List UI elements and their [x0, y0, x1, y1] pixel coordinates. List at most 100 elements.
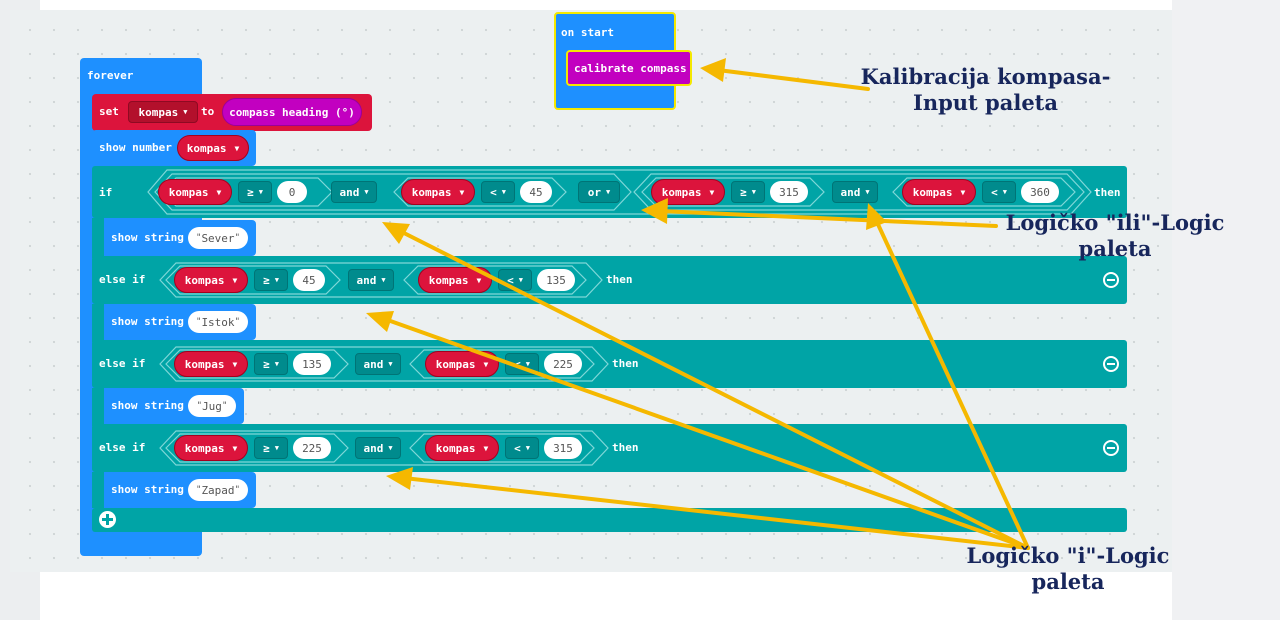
compass-heading-reporter[interactable]: compass heading (°): [222, 98, 362, 126]
string-input[interactable]: "Jug": [188, 395, 236, 417]
comparison-operator-dropdown[interactable]: ≥▼: [731, 181, 765, 203]
chevron-down-icon: ▼: [216, 187, 222, 197]
if-label: if: [99, 186, 113, 199]
and-operator-dropdown[interactable]: and▼: [331, 181, 377, 203]
remove-else-if-icon[interactable]: [1103, 356, 1119, 372]
kompas-reporter[interactable]: kompas▼: [174, 351, 248, 377]
annotation-and-logic: Logičko "i"-Logic paleta: [966, 543, 1170, 594]
arrowhead: [641, 198, 668, 224]
comparison-operator-dropdown[interactable]: ≥▼: [254, 269, 288, 291]
kompas-reporter[interactable]: kompas▼: [902, 179, 976, 205]
comparison-operator-dropdown[interactable]: <▼: [481, 181, 515, 203]
chevron-down-icon: ▼: [274, 276, 279, 284]
and-operator-dropdown[interactable]: and▼: [355, 353, 401, 375]
show-number-block[interactable]: show number kompas▼: [92, 130, 256, 166]
else-if-body-slot: [92, 304, 104, 342]
else-if-body-slot: [92, 472, 104, 508]
add-else-if-icon[interactable]: [99, 511, 116, 528]
kompas-reporter[interactable]: kompas▼: [174, 435, 248, 461]
chevron-down-icon: ▼: [606, 188, 611, 196]
else-if-label: else if: [99, 441, 146, 454]
chevron-down-icon: ▼: [388, 360, 393, 368]
show-string-label: show string: [111, 399, 184, 412]
kompas-reporter[interactable]: kompas▼: [158, 179, 232, 205]
arrowhead: [366, 311, 394, 332]
arrowhead: [866, 203, 887, 230]
number-input[interactable]: 225: [544, 353, 582, 375]
chevron-down-icon: ▼: [518, 276, 523, 284]
arrow-and-1: [396, 228, 1030, 550]
chevron-down-icon: ▼: [1002, 188, 1007, 196]
kompas-reporter[interactable]: kompas▼: [401, 179, 475, 205]
chevron-down-icon: ▼: [364, 188, 369, 196]
show-string-block[interactable]: show string "Istok": [104, 304, 256, 340]
chevron-down-icon: ▼: [865, 188, 870, 196]
arrow-calibrate: [716, 68, 870, 91]
chevron-down-icon: ▼: [525, 444, 530, 452]
chevron-down-icon: ▼: [232, 443, 238, 453]
chevron-down-icon: ▼: [483, 359, 489, 369]
calibrate-compass-block[interactable]: calibrate compass: [566, 50, 692, 86]
remove-else-if-icon[interactable]: [1103, 440, 1119, 456]
set-variable-block[interactable]: set kompas▼ to compass heading (°): [92, 94, 372, 131]
kompas-reporter[interactable]: kompas▼: [651, 179, 725, 205]
show-string-block[interactable]: show string "Sever": [104, 220, 256, 256]
chevron-down-icon: ▼: [501, 188, 506, 196]
number-input[interactable]: 45: [293, 269, 325, 291]
chevron-down-icon: ▼: [476, 275, 482, 285]
else-if-label: else if: [99, 273, 146, 286]
else-if-body-slot: [92, 388, 104, 426]
number-input[interactable]: 135: [537, 269, 575, 291]
remove-else-if-icon[interactable]: [1103, 272, 1119, 288]
then-label: then: [612, 441, 639, 454]
string-input[interactable]: "Sever": [188, 227, 248, 249]
chevron-down-icon: ▼: [234, 143, 240, 153]
arrow-and-2: [380, 316, 1030, 550]
arrow-and-3: [402, 476, 1030, 550]
chevron-down-icon: ▼: [274, 360, 279, 368]
to-label: to: [201, 105, 215, 118]
string-input[interactable]: "Zapad": [188, 479, 248, 501]
and-operator-dropdown[interactable]: and▼: [348, 269, 394, 291]
then-label: then: [1094, 186, 1121, 199]
chevron-down-icon: ▼: [388, 444, 393, 452]
or-operator-dropdown[interactable]: or▼: [578, 181, 620, 203]
variable-dropdown[interactable]: kompas▼: [128, 101, 198, 123]
show-string-label: show string: [111, 231, 184, 244]
number-input[interactable]: 360: [1021, 181, 1059, 203]
comparison-operator-dropdown[interactable]: ≥▼: [238, 181, 272, 203]
number-input[interactable]: 0: [277, 181, 307, 203]
kompas-reporter[interactable]: kompas▼: [177, 135, 249, 161]
chevron-down-icon: ▼: [183, 108, 188, 116]
chevron-down-icon: ▼: [709, 187, 715, 197]
arrowhead: [700, 58, 726, 82]
chevron-down-icon: ▼: [525, 360, 530, 368]
chevron-down-icon: ▼: [483, 443, 489, 453]
show-string-label: show string: [111, 315, 184, 328]
arrow-and-4: [874, 218, 1030, 550]
background-shape: [1172, 0, 1280, 620]
string-input[interactable]: "Istok": [188, 311, 248, 333]
number-input[interactable]: 225: [293, 437, 331, 459]
show-string-block[interactable]: show string "Zapad": [104, 472, 256, 508]
number-input[interactable]: 315: [770, 181, 808, 203]
and-operator-dropdown[interactable]: and▼: [355, 437, 401, 459]
comparison-operator-dropdown[interactable]: ≥▼: [254, 353, 288, 375]
number-input[interactable]: 315: [544, 437, 582, 459]
comparison-operator-dropdown[interactable]: <▼: [505, 437, 539, 459]
number-input[interactable]: 135: [293, 353, 331, 375]
number-input[interactable]: 45: [520, 181, 552, 203]
show-number-label: show number: [99, 141, 172, 154]
chevron-down-icon: ▼: [232, 359, 238, 369]
then-label: then: [606, 273, 633, 286]
and-operator-dropdown[interactable]: and▼: [832, 181, 878, 203]
comparison-operator-dropdown[interactable]: ≥▼: [254, 437, 288, 459]
if-body-slot: [92, 218, 104, 258]
kompas-reporter[interactable]: kompas▼: [174, 267, 248, 293]
kompas-reporter[interactable]: kompas▼: [425, 435, 499, 461]
show-string-block[interactable]: show string "Jug": [104, 388, 244, 424]
chevron-down-icon: ▼: [381, 276, 386, 284]
arrowhead: [386, 467, 413, 490]
comparison-operator-dropdown[interactable]: <▼: [982, 181, 1016, 203]
arrowhead: [382, 222, 410, 244]
